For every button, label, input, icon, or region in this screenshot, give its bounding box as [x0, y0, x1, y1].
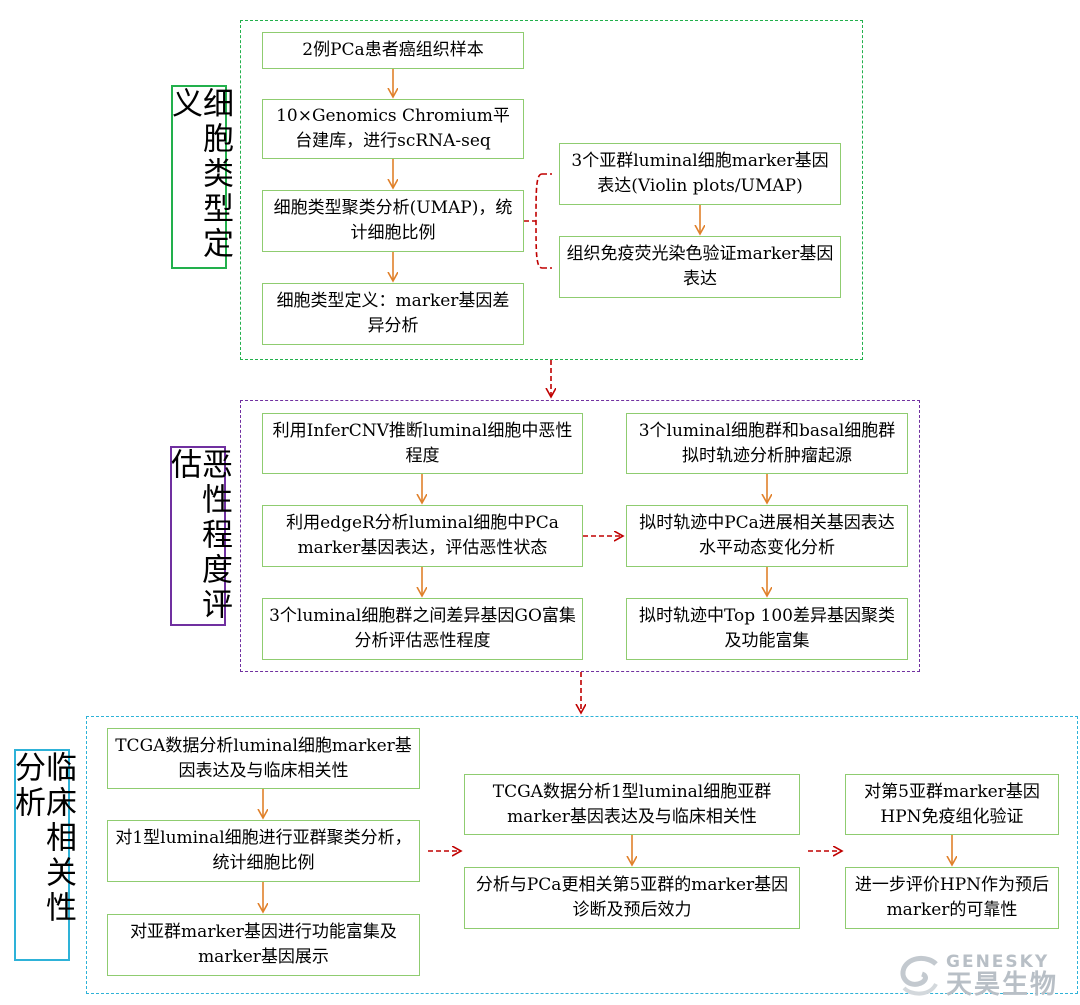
tcga-subcluster-box: TCGA数据分析1型luminal细胞亚群marker基因表达及与临床相关性 [464, 774, 800, 835]
clinical-section-frame [86, 716, 1078, 994]
top100-clustering-box: 拟时轨迹中Top 100差异基因聚类及功能富集 [626, 598, 908, 660]
clinical-section-label: 临床相关性分析 [9, 749, 76, 961]
hpn-ihc-box: 对第5亚群marker基因HPN免疫组化验证 [845, 774, 1059, 835]
infercnv-box: 利用InferCNV推断luminal细胞中恶性程度 [262, 413, 583, 474]
immunofluorescence-box: 组织免疫荧光染色验证marker基因表达 [559, 236, 841, 298]
pseudotime-origin-box: 3个luminal细胞群和basal细胞群拟时轨迹分析肿瘤起源 [626, 413, 908, 474]
malignancy-section-frame [240, 400, 920, 672]
genesky-logo: GENESKY 天昊生物 [898, 950, 1078, 1002]
sample-box: 2例PCa患者癌组织样本 [262, 32, 524, 69]
hpn-prognostic-box: 进一步评价HPN作为预后marker的可靠性 [845, 867, 1059, 929]
subcluster-box: 对1型luminal细胞进行亚群聚类分析，统计细胞比例 [107, 820, 420, 882]
bracket-connector [524, 173, 552, 269]
pseudotime-dynamics-box: 拟时轨迹中PCa进展相关基因表达水平动态变化分析 [626, 505, 908, 567]
luminal-marker-expression-box: 3个亚群luminal细胞marker基因表达(Violin plots/UMA… [559, 143, 841, 205]
tcga-luminal-box: TCGA数据分析luminal细胞marker基因表达及与临床相关性 [107, 728, 420, 789]
clustering-box: 细胞类型聚类分析(UMAP)，统计细胞比例 [262, 190, 524, 252]
logo-english: GENESKY [946, 952, 1050, 972]
cell-type-section-frame [240, 20, 863, 360]
scrna-seq-box: 10×Genomics Chromium平台建库，进行scRNA-seq [262, 99, 524, 159]
functional-enrichment-box: 对亚群marker基因进行功能富集及marker基因展示 [107, 914, 420, 976]
cell-type-definition-box: 细胞类型定义：marker基因差异分析 [262, 283, 524, 345]
diagnostic-prognostic-box: 分析与PCa更相关第5亚群的marker基因诊断及预后效力 [464, 867, 800, 929]
genesky-swirl-icon [900, 956, 938, 996]
logo-chinese: 天昊生物 [946, 970, 1059, 1000]
go-enrichment-box: 3个luminal细胞群之间差异基因GO富集分析评估恶性程度 [262, 598, 583, 660]
edger-box: 利用edgeR分析luminal细胞中PCa marker基因表达，评估恶性状态 [262, 505, 583, 567]
